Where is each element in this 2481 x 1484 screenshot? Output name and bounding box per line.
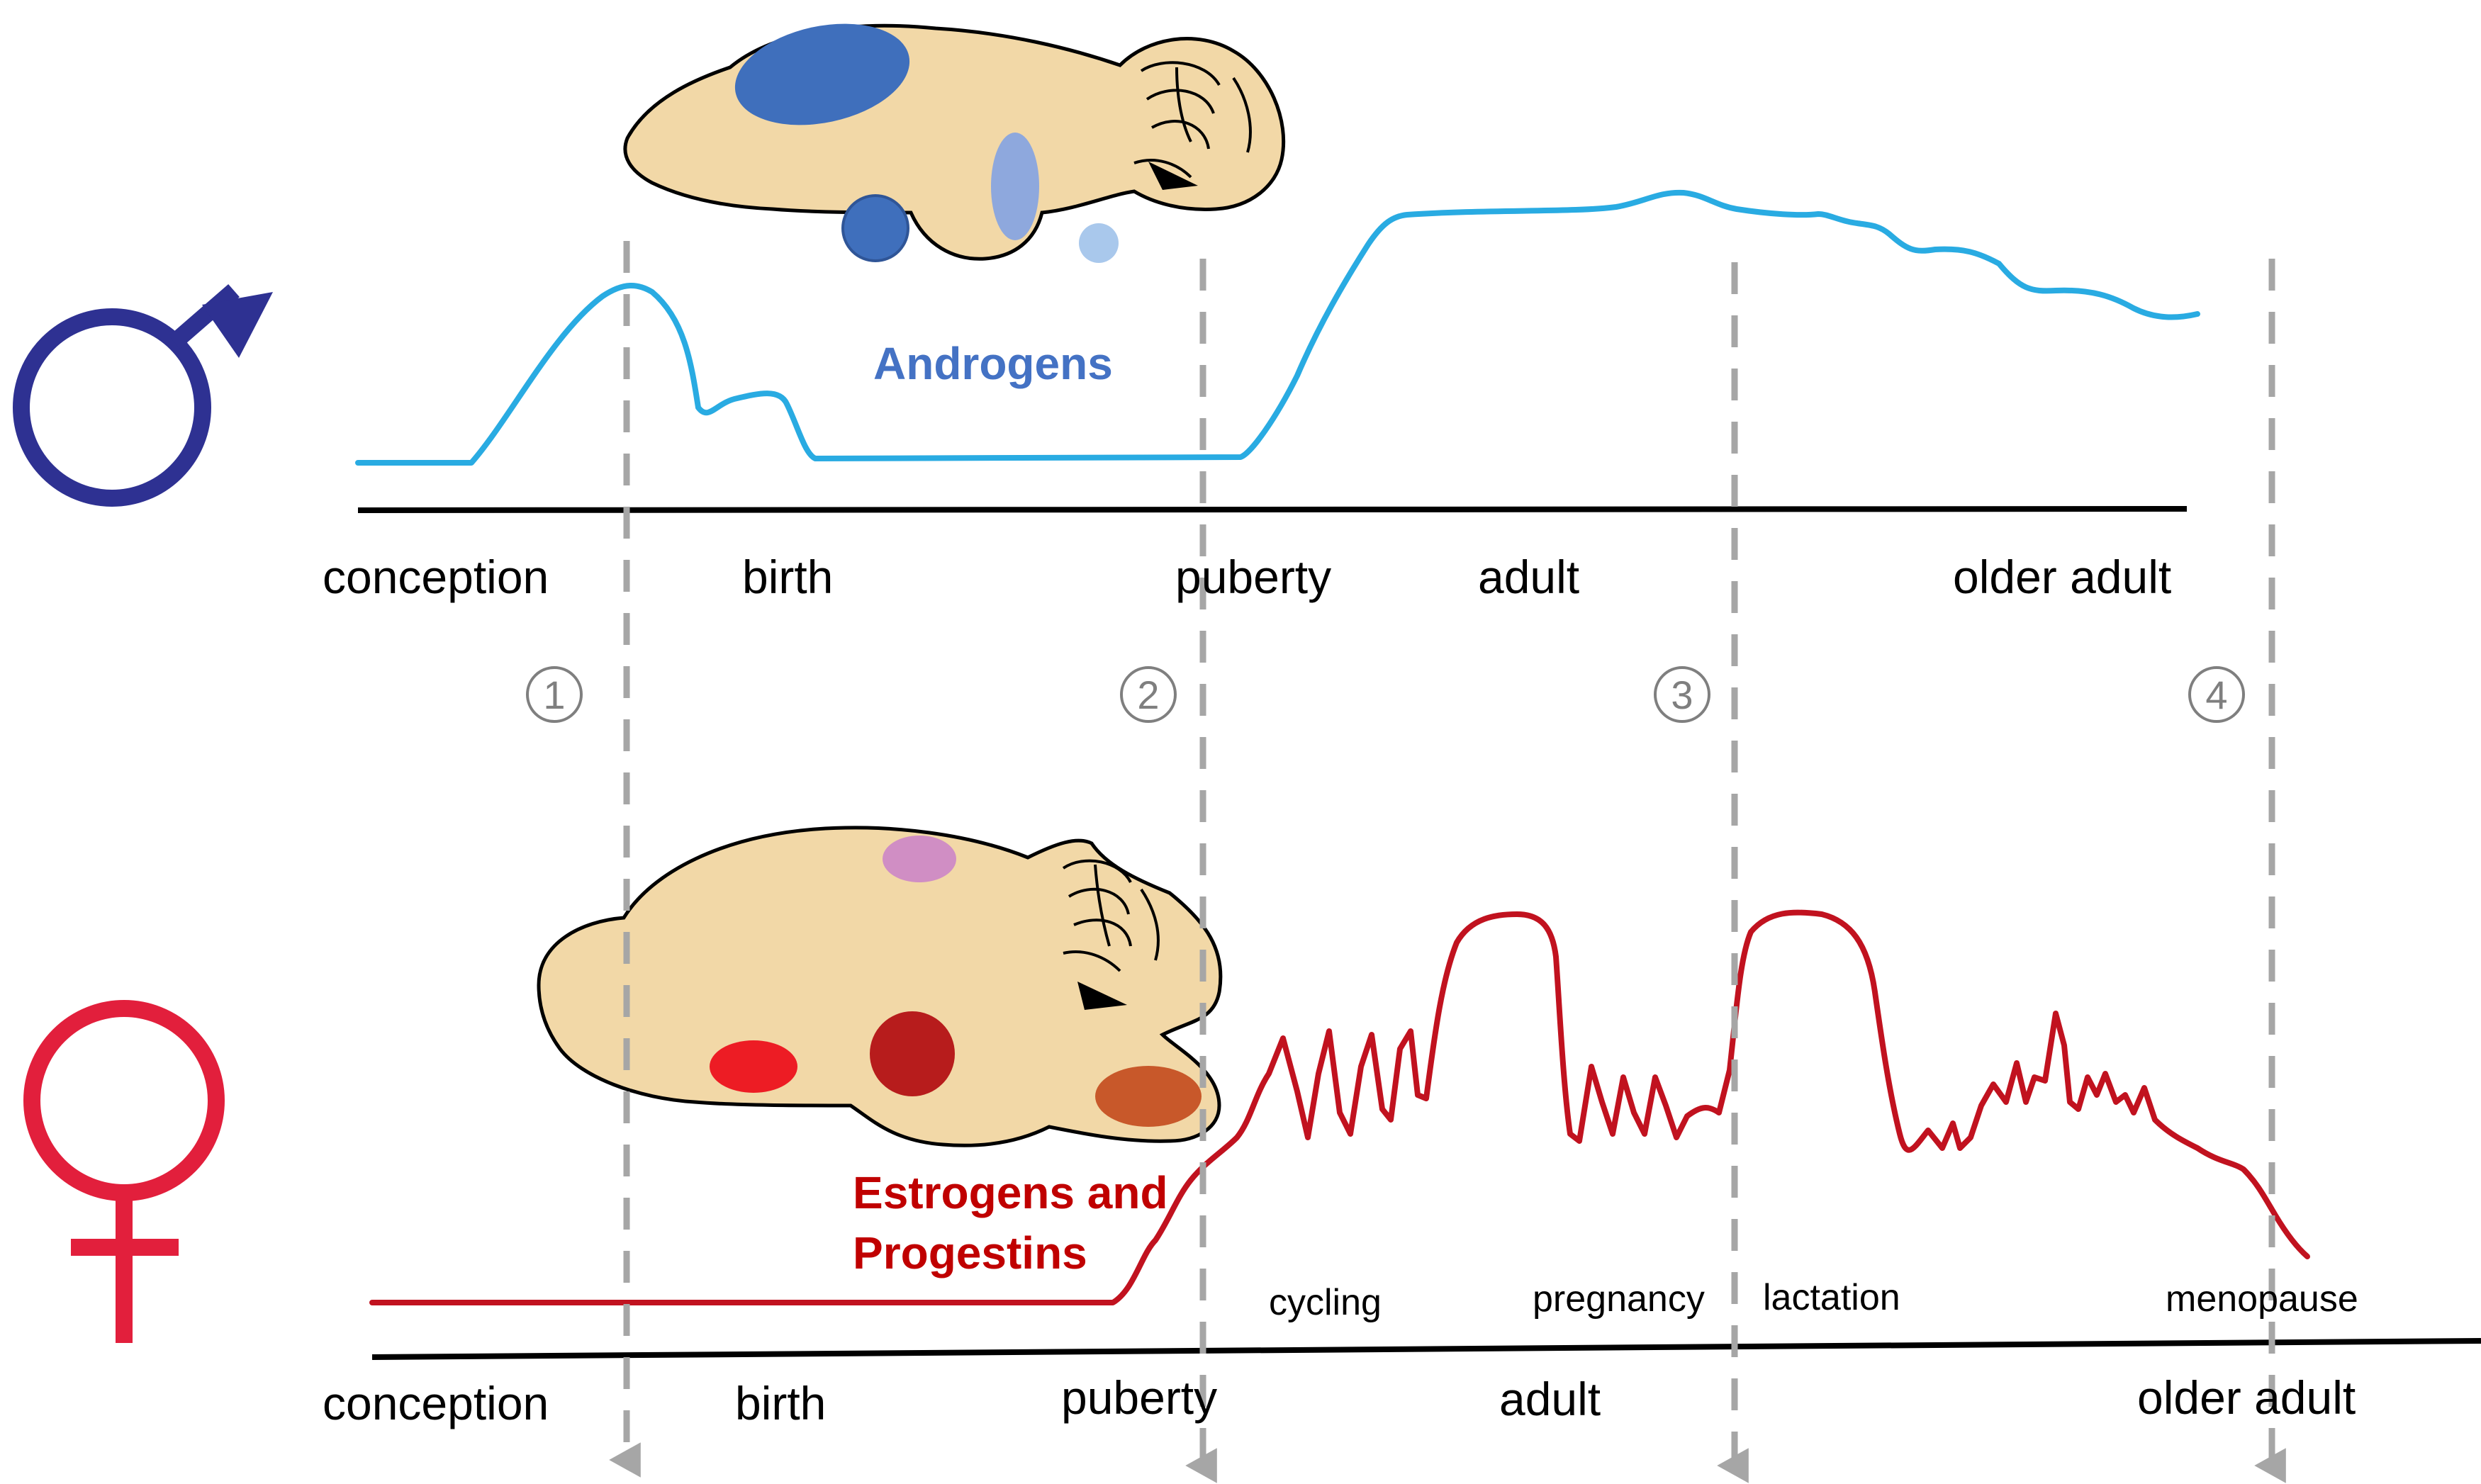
male-symbol-icon <box>13 283 273 507</box>
female-brain-body <box>537 826 1223 1147</box>
female-stage-birth: birth <box>735 1377 826 1429</box>
female-stage-conception: conception <box>323 1377 549 1429</box>
female-brain-icon <box>537 826 1223 1147</box>
timepoint-guides <box>609 241 2286 1483</box>
female-brain-region-preoptic <box>710 1040 797 1093</box>
female-event-lactation: lactation <box>1763 1277 1900 1318</box>
female-stage-older-adult: older adult <box>2137 1371 2356 1424</box>
male-stage-conception: conception <box>323 551 549 603</box>
male-brain-icon <box>623 23 1286 263</box>
timepoint-markers: 1 2 3 4 <box>526 666 2245 723</box>
male-stage-older-adult: older adult <box>1953 551 2171 603</box>
female-brain-region-brainstem <box>1095 1066 1202 1127</box>
estrogen-progestin-level-curve <box>369 909 2310 1305</box>
male-brain-region-midbrain <box>991 133 1039 240</box>
male-stage-labels: conception birth puberty adult older adu… <box>323 551 2171 603</box>
female-stage-puberty: puberty <box>1061 1371 1217 1424</box>
male-symbol-ring <box>13 308 211 507</box>
male-brain-body <box>623 23 1286 261</box>
androgen-level-curve <box>355 189 2200 466</box>
male-brain-region-brainstem <box>1079 223 1119 263</box>
marker-1-label: 1 <box>543 673 565 717</box>
female-brain-region-hypothalamus <box>870 1011 955 1096</box>
male-stage-adult: adult <box>1478 551 1579 603</box>
marker-3: 3 <box>1654 666 1710 723</box>
estrogens-label-line2: Progestins <box>853 1227 1087 1278</box>
female-cerebellum-folds <box>1062 859 1160 972</box>
marker-2-label: 2 <box>1137 673 1159 717</box>
female-event-menopause: menopause <box>2166 1278 2358 1320</box>
female-event-cycling: cycling <box>1269 1282 1382 1323</box>
estrogens-label-line1: Estrogens and <box>853 1167 1168 1218</box>
marker-2: 2 <box>1120 666 1177 723</box>
marker-3-label: 3 <box>1671 673 1693 717</box>
female-event-pregnancy: pregnancy <box>1533 1278 1705 1320</box>
male-brain-region-cortex <box>734 23 910 125</box>
female-brainstem-shadow <box>1077 982 1127 1010</box>
female-brain-region-cortex <box>883 836 956 882</box>
male-timeline-axis <box>357 506 2188 513</box>
androgens-label: Androgens <box>873 338 1113 389</box>
marker-1: 1 <box>526 666 583 723</box>
male-cerebellum-folds <box>1133 61 1252 179</box>
female-stage-labels: conception birth puberty adult older adu… <box>323 1371 2356 1429</box>
female-timeline-axis <box>371 1338 2481 1360</box>
male-symbol-shaft <box>169 283 240 349</box>
male-stage-birth: birth <box>742 551 833 603</box>
female-symbol-icon <box>23 1000 225 1343</box>
male-brain-region-hypothalamus <box>841 194 909 262</box>
female-event-labels: cycling pregnancy lactation menopause <box>1269 1277 2358 1323</box>
female-stage-adult: adult <box>1499 1373 1601 1425</box>
male-stage-puberty: puberty <box>1175 551 1331 603</box>
male-brainstem-shadow <box>1148 162 1198 190</box>
marker-4: 4 <box>2188 666 2245 723</box>
male-symbol-arrowhead <box>202 292 273 358</box>
female-symbol-ring <box>23 1000 225 1201</box>
marker-4-label: 4 <box>2205 673 2227 717</box>
